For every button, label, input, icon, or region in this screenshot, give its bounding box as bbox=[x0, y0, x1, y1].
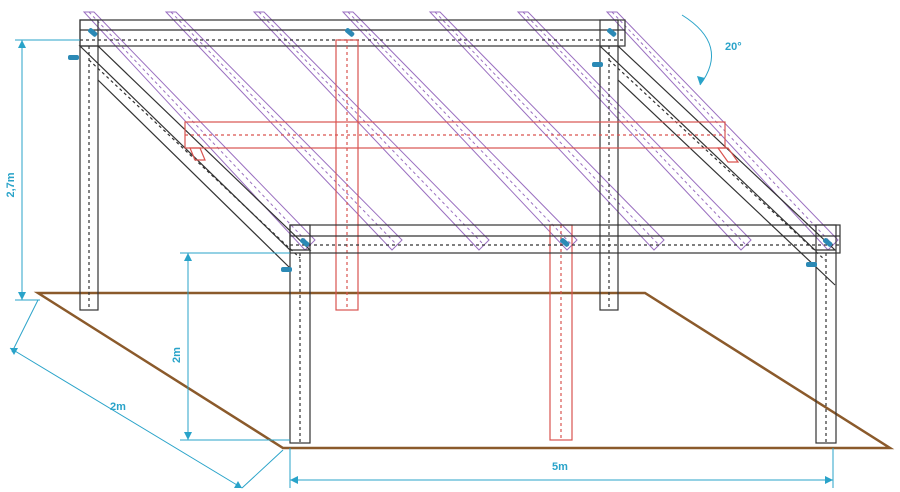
label-angle: 20° bbox=[725, 41, 742, 53]
ground-plane bbox=[33, 291, 895, 450]
bolts bbox=[68, 28, 833, 272]
front-frame bbox=[289, 224, 841, 444]
label-height-front: 2m bbox=[171, 347, 183, 363]
label-depth: 2m bbox=[110, 401, 126, 413]
rafters bbox=[82, 11, 839, 251]
brace-frame bbox=[184, 39, 740, 441]
side-beams bbox=[78, 45, 837, 286]
back-frame bbox=[79, 19, 626, 311]
dimensions bbox=[9, 14, 834, 489]
dimension-arrows bbox=[10, 40, 833, 488]
dimension-labels: 2,7m 2m 2m 5m 20° bbox=[5, 41, 742, 473]
label-height-back: 2,7m bbox=[5, 172, 17, 197]
label-width: 5m bbox=[552, 461, 568, 473]
